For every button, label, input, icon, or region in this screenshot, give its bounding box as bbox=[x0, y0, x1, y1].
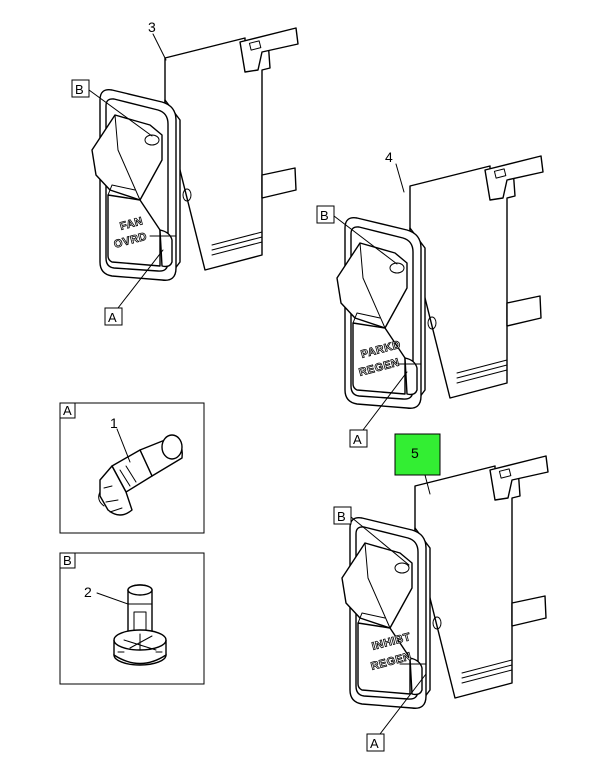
callout-4: 4 bbox=[385, 149, 393, 165]
callout-5: 5 bbox=[411, 445, 419, 461]
callout-1: 1 bbox=[110, 415, 118, 431]
lamp-socket-icon bbox=[113, 584, 167, 666]
lamp-bulb-icon bbox=[98, 434, 183, 516]
callout-3: 3 bbox=[148, 19, 156, 35]
detail-a-label-4: A bbox=[353, 432, 362, 447]
detail-a-label-5: A bbox=[370, 736, 379, 751]
detail-b-title: B bbox=[63, 553, 72, 568]
detail-a-label-3: A bbox=[108, 310, 117, 325]
detail-a-title: A bbox=[63, 403, 72, 418]
detail-b-label-4: B bbox=[320, 208, 329, 223]
detail-b-label-3: B bbox=[75, 82, 84, 97]
callout-2: 2 bbox=[84, 584, 92, 600]
detail-b-label-5: B bbox=[337, 509, 346, 524]
highlight-box bbox=[394, 433, 441, 476]
